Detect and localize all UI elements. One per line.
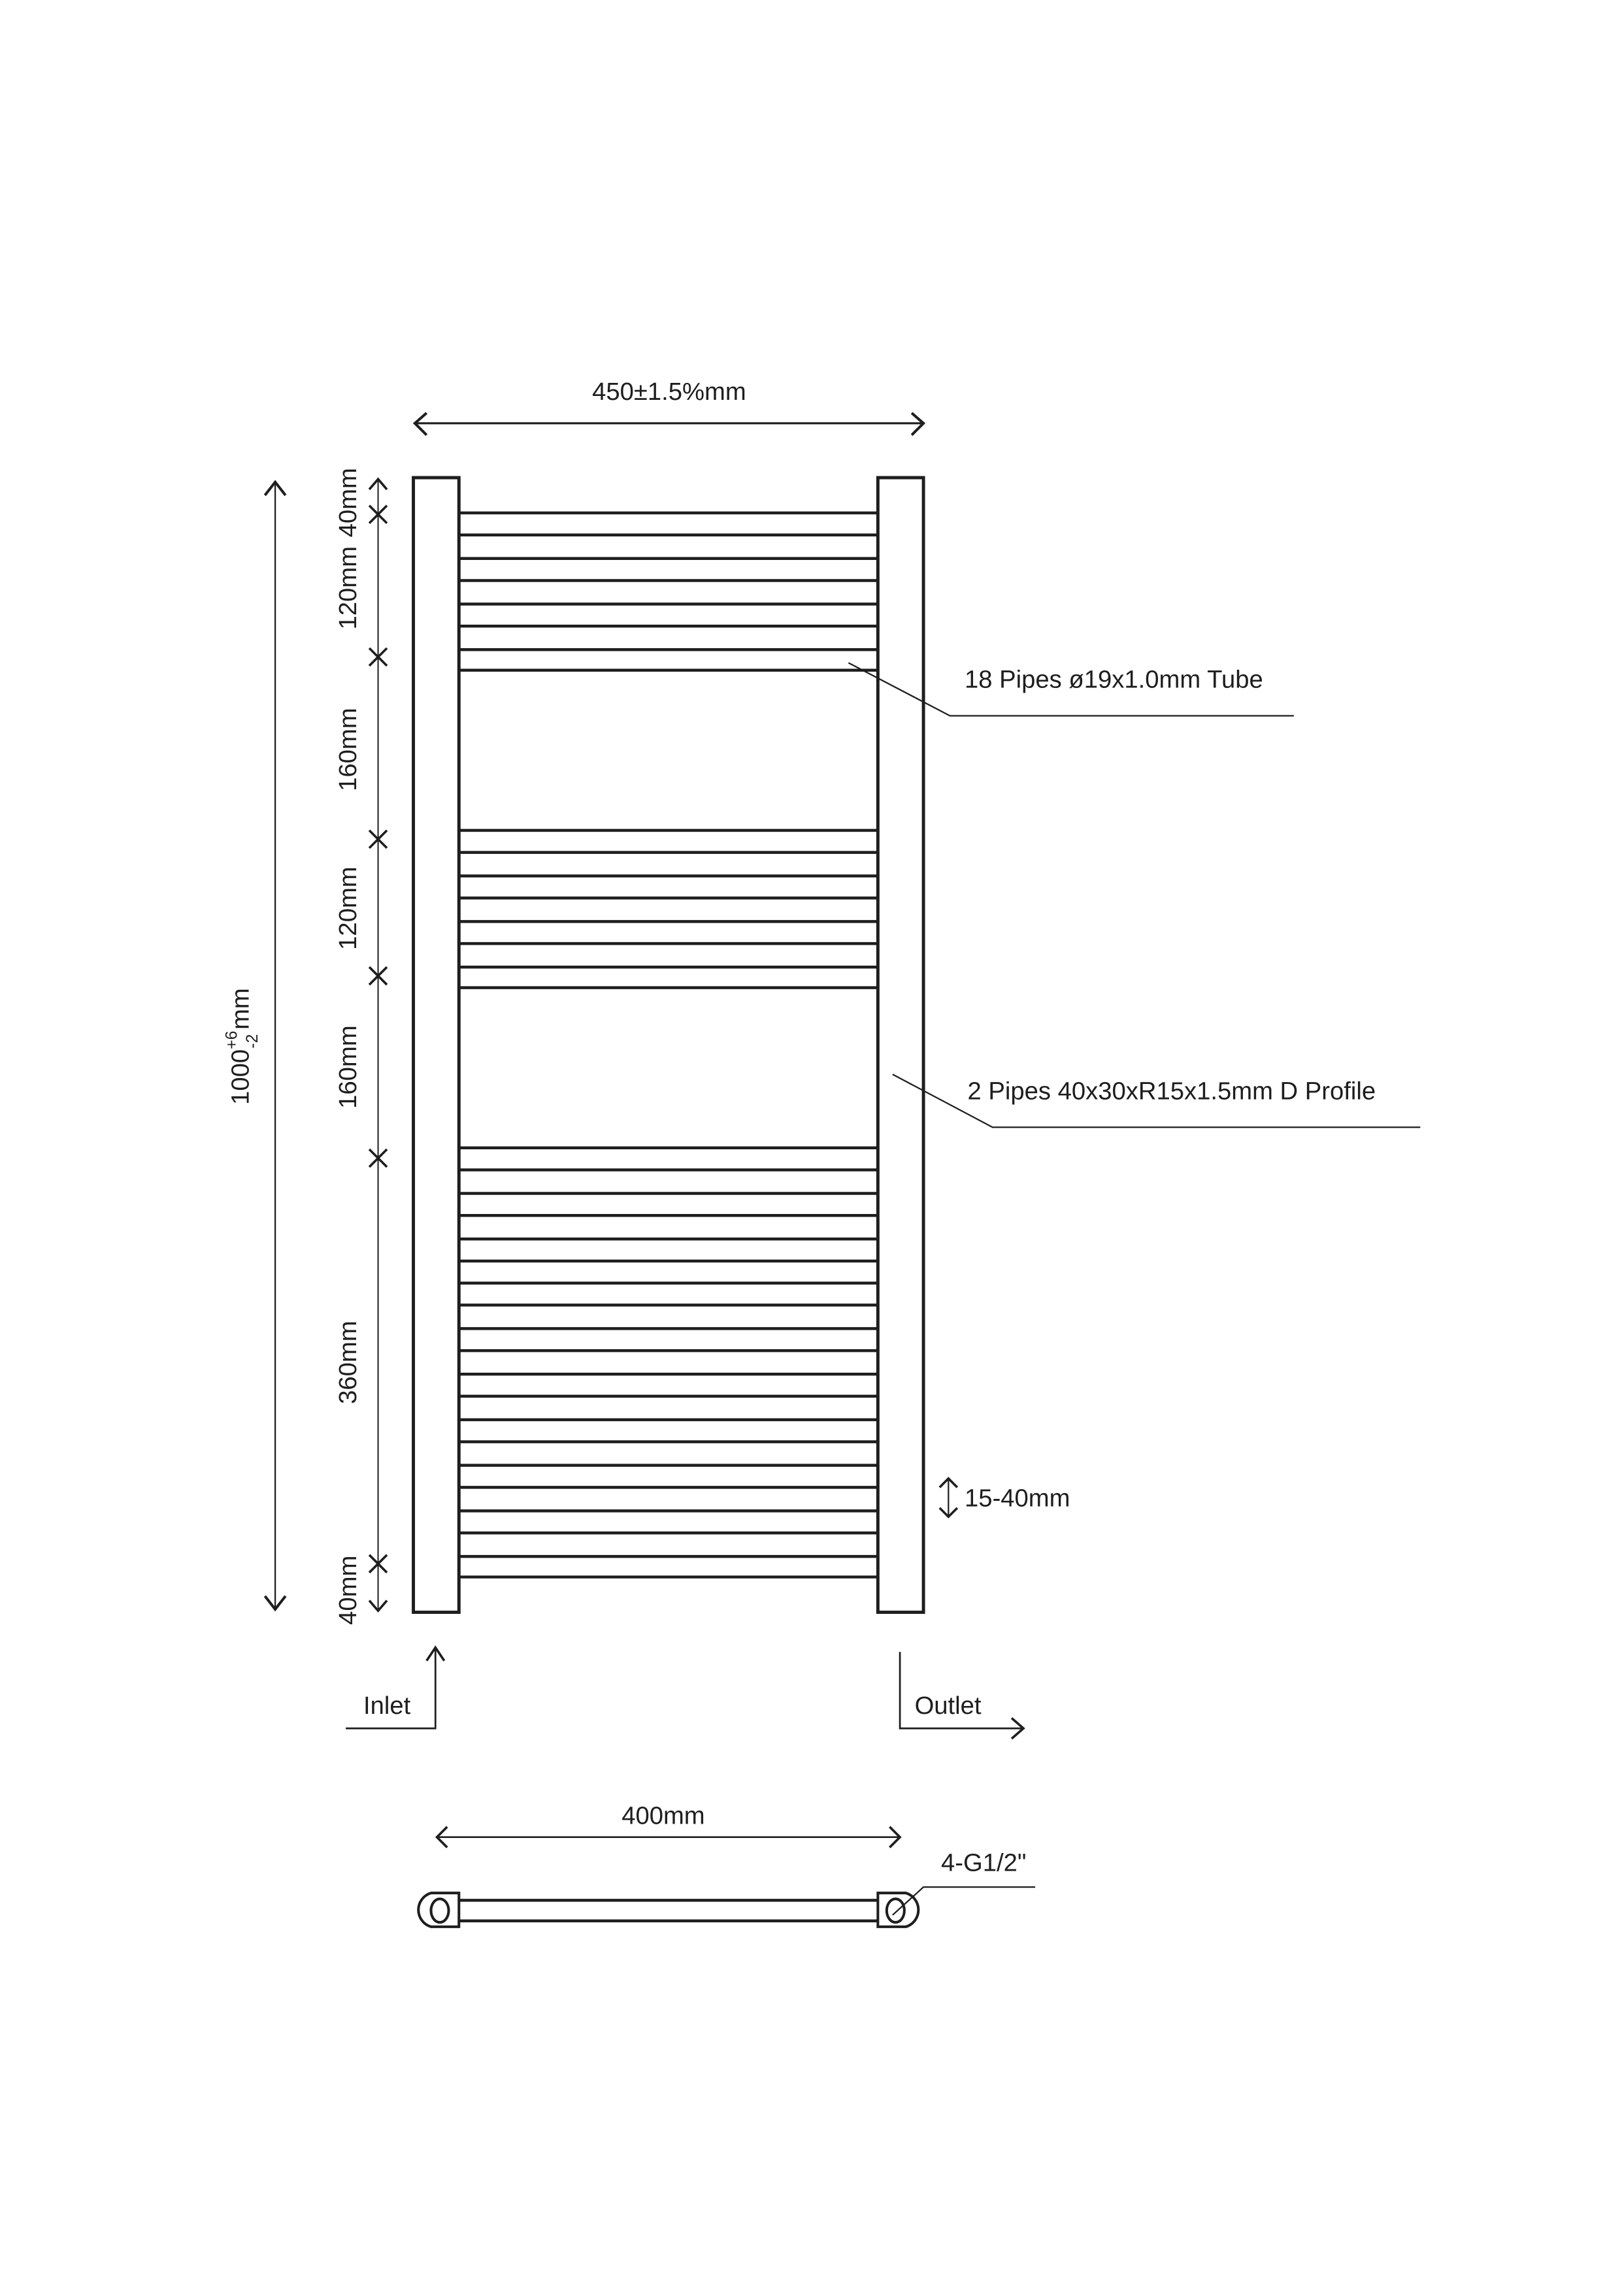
left-end-cap: [417, 1892, 461, 1928]
profile-callout: 2 Pipes 40x30xR15x1.5mm D Profile: [892, 1074, 1421, 1128]
segment-dimension-chain: 40mm 120mm 160mm 120mm 160mm 360mm 40mm: [334, 468, 388, 1625]
spacing-dimension: 15-40mm: [938, 1477, 1070, 1518]
top-view: 400mm 4-G1/2": [417, 1801, 1036, 1928]
inlet-indicator: Inlet: [346, 1645, 446, 1730]
profile-callout-label: 2 Pipes 40x30xR15x1.5mm D Profile: [968, 1077, 1376, 1106]
spacing-label: 15-40mm: [965, 1484, 1070, 1513]
right-end-cap: [876, 1892, 920, 1928]
connection-label: 4-G1/2": [941, 1848, 1026, 1877]
left-rail: [412, 476, 461, 1615]
tube-callout-label: 18 Pipes ø19x1.0mm Tube: [965, 666, 1263, 694]
tubes: [459, 511, 878, 1579]
width-label: 450±1.5%mm: [592, 378, 746, 406]
inlet-label: Inlet: [363, 1692, 411, 1720]
segment-label-360: 360mm: [334, 1320, 362, 1403]
centers-label: 400mm: [621, 1801, 704, 1829]
right-rail: [876, 476, 925, 1615]
segment-label-160b: 160mm: [334, 1025, 362, 1108]
height-label: 1000+6-2mm: [223, 988, 261, 1105]
height-dimension: 1000+6-2mm: [223, 480, 287, 1612]
segment-label-160a: 160mm: [334, 708, 362, 791]
left-port-icon: [429, 1897, 450, 1924]
segment-label-top-40: 40mm: [334, 468, 362, 537]
segment-label-bottom-40: 40mm: [334, 1556, 362, 1625]
width-dimension: 450±1.5%mm: [412, 378, 926, 436]
segment-label-120a: 120mm: [334, 546, 362, 629]
right-port-icon: [885, 1897, 906, 1924]
tube-callout: 18 Pipes ø19x1.0mm Tube: [848, 662, 1294, 717]
outlet-label: Outlet: [915, 1692, 982, 1720]
outlet-indicator: Outlet: [899, 1652, 1025, 1740]
segment-label-120b: 120mm: [334, 866, 362, 949]
